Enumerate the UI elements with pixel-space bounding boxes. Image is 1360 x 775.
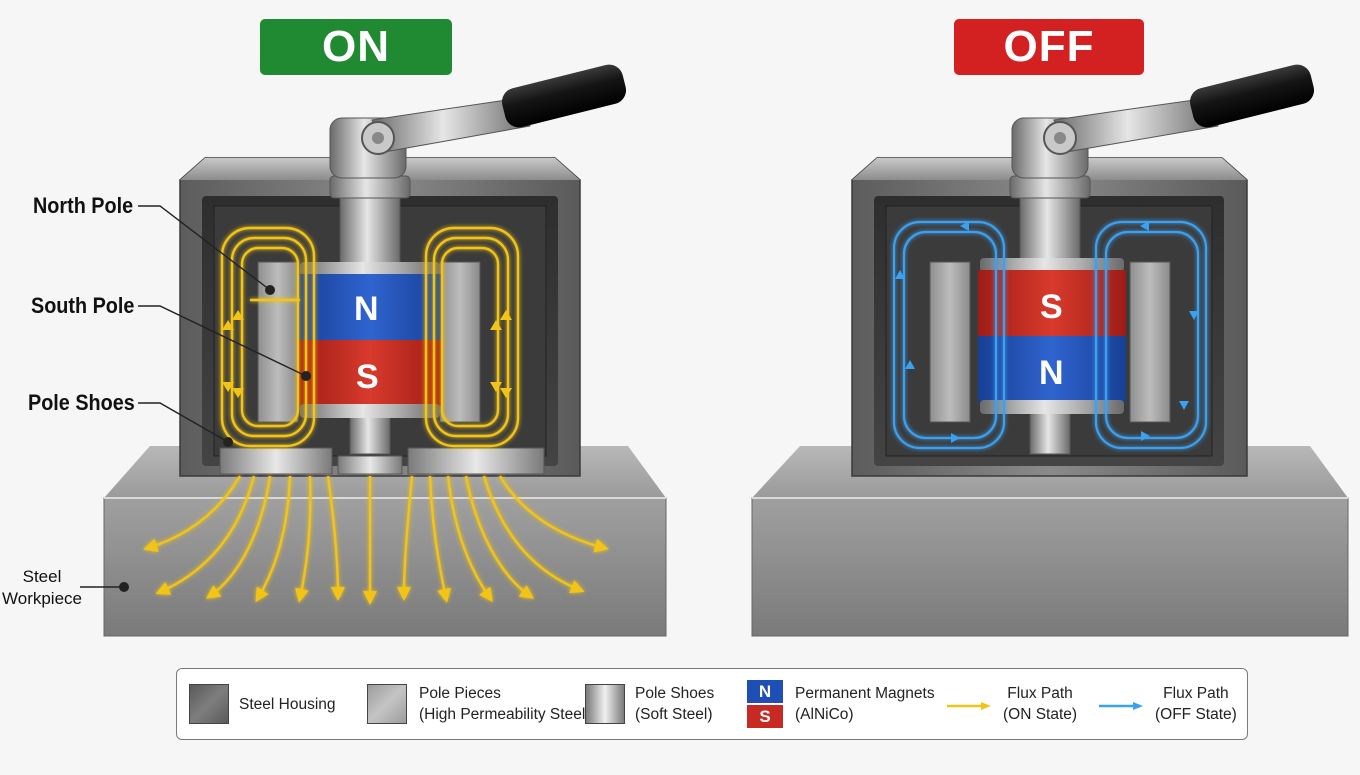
permanent-magnets-label: Permanent Magnets (AlNiCo) [795,683,935,725]
on-state-label: ON [322,22,390,71]
on-right-pole-piece [439,261,481,423]
pole-shoes-swatch [585,684,625,724]
workpiece-callout: Steel Workpiece [2,566,82,610]
pole-shoes-line1: Pole Shoes [635,685,715,702]
off-permanent-magnet [978,258,1126,414]
flux-on-label: Flux Path (ON State) [1003,683,1077,725]
legend: Steel Housing Pole Pieces (High Permeabi… [176,668,1248,740]
on-state-badge: ON [260,19,452,75]
on-lever-handle [329,64,627,179]
magnet-swatch-n: N [747,680,783,703]
off-state-badge: OFF [954,19,1144,75]
pole-shoes-line2: (Soft Steel) [635,706,713,723]
off-right-pole-piece [1129,261,1171,423]
pole-pieces-line1: Pole Pieces [419,685,501,702]
on-permanent-magnet [298,262,442,418]
on-left-pole-shoe [219,447,333,475]
south-pole-callout: South Pole [31,293,135,318]
off-assembly [751,64,1349,637]
on-flux-loops [220,226,520,448]
south-pole-leader-dot [301,371,311,381]
permanent-magnets-line2: (AlNiCo) [795,706,854,723]
off-flux-loops [892,220,1208,450]
workpiece-callout-line2: Workpiece [2,589,82,608]
steel-housing-label: Steel Housing [239,696,336,713]
flux-on-line1: Flux Path [1007,685,1073,702]
pole-shoes-leader-dot [223,437,233,447]
magnet-swatch: N S [747,680,783,728]
steel-housing-swatch [189,684,229,724]
pole-pieces-swatch [367,684,407,724]
north-pole-callout: North Pole [33,193,134,218]
callout-leaders [80,205,307,588]
flux-off-label: Flux Path (OFF State) [1155,683,1237,725]
off-magnet-n-label: N [1039,354,1064,392]
workpiece-callout-line1: Steel [22,567,62,586]
permanent-magnets-line1: Permanent Magnets [795,685,935,702]
on-left-pole-piece [257,261,299,423]
on-flux-field [143,475,609,605]
on-flux-arrowheads [222,310,512,398]
flux-off-line1: Flux Path [1163,685,1229,702]
flux-on-arrow-icon [947,702,991,710]
on-center-pole-shoe [337,455,403,475]
on-magnet-n-label: N [354,290,379,328]
off-flux-arrowheads [895,221,1199,443]
on-magnet-s-label: S [356,358,379,396]
on-assembly [103,64,667,637]
workpiece-leader-dot [119,582,129,592]
pole-pieces-label: Pole Pieces (High Permeability Steel) [419,683,590,725]
flux-off-arrow-icon [1099,702,1143,710]
flux-off-line2: (OFF State) [1155,706,1237,723]
pole-shoes-label: Pole Shoes (Soft Steel) [635,683,714,725]
off-magnet-s-label: S [1040,288,1063,326]
off-left-pole-piece [929,261,971,423]
pole-shoes-callout: Pole Shoes [28,390,135,415]
on-steel-workpiece [103,446,667,637]
magnet-swatch-s: S [747,705,783,728]
off-lever-handle [1011,64,1315,179]
north-pole-leader-dot [265,285,275,295]
on-right-pole-shoe [407,447,545,475]
off-state-label: OFF [1003,22,1095,71]
flux-on-line2: (ON State) [1003,706,1078,723]
pole-pieces-line2: (High Permeability Steel) [419,706,591,723]
